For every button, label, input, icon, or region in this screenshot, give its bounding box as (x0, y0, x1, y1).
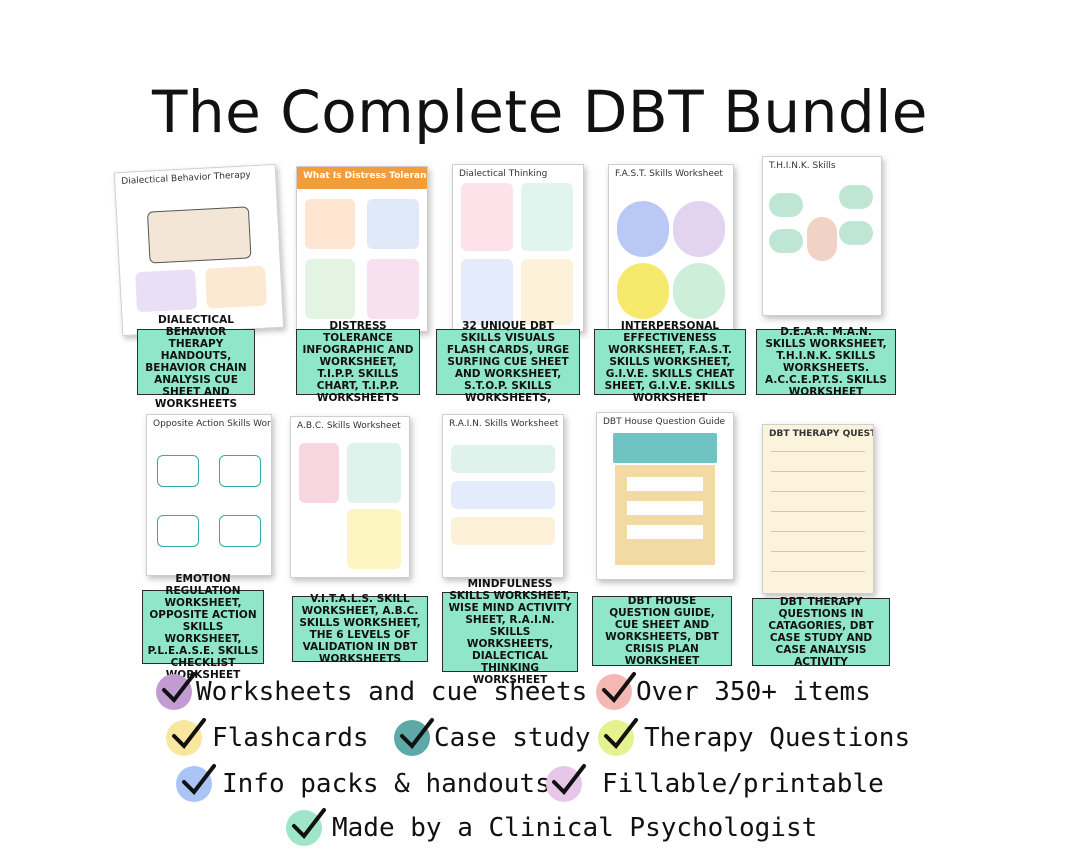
feature-item-count: Over 350+ items (596, 672, 871, 710)
caption-therapy-questions: DBT therapy questions in catagories, DBT… (752, 596, 890, 668)
feature-worksheets: Worksheets and cue sheets (156, 672, 587, 710)
feature-clinical-psychologist: Made by a Clinical Psychologist (286, 808, 817, 846)
caption-dear-man: D.E.A.R. M.A.N. skills worksheet, T.H.I.… (756, 326, 896, 398)
check-icon (596, 672, 636, 710)
caption-flash-cards: 32 unique DBT skills visuals flash cards… (436, 320, 580, 404)
worksheet-preview-dbt-house: DBT House Question Guide (596, 412, 734, 580)
feature-fillable: Fillable/printable (546, 764, 884, 802)
feature-info-packs: Info packs & handouts (176, 764, 551, 802)
worksheet-preview-distress-tolerance: What Is Distress Tolerance? (296, 166, 428, 332)
worksheet-preview-rain-skills: R.A.I.N. Skills Worksheet (442, 414, 564, 578)
worksheet-preview-fast-skills: F.A.S.T. Skills Worksheet (608, 164, 734, 330)
check-icon (176, 764, 216, 802)
feature-therapy-questions: Therapy Questions (598, 718, 910, 756)
worksheet-preview-abc-skills: A.B.C. Skills Worksheet (290, 416, 410, 578)
worksheet-preview-dbt-handouts: Dialectical Behavior Therapy (113, 163, 285, 337)
check-icon (394, 718, 434, 756)
check-icon (156, 672, 196, 710)
caption-dbt-house: DBT house question guide, cue sheet and … (592, 595, 732, 667)
check-icon (598, 718, 638, 756)
feature-flashcards: Flashcards (166, 718, 369, 756)
worksheet-preview-flash-cards: Dialectical Thinking (452, 164, 584, 332)
caption-distress-tolerance: Distress tolerance infographic and works… (296, 320, 420, 404)
check-icon (286, 808, 326, 846)
worksheet-preview-therapy-questions: DBT THERAPY QUESTIONS (762, 424, 874, 594)
caption-vitals: V.I.T.A.L.S. skill worksheet, A.B.C. ski… (292, 593, 428, 665)
caption-interpersonal: Interpersonal effectiveness worksheet, F… (594, 320, 746, 404)
feature-case-study: Case study (394, 718, 591, 756)
check-icon (166, 718, 206, 756)
caption-dbt-handouts: Dialectical behavior therapy handouts, b… (137, 314, 255, 410)
check-icon (546, 764, 586, 802)
worksheet-preview-opposite-action: Opposite Action Skills Worksheet (146, 414, 272, 576)
caption-mindfulness: Mindfulness skills worksheet, wise mind … (442, 578, 578, 686)
caption-emotion-regulation: Emotion regulation worksheet, opposite a… (142, 573, 264, 681)
bundle-title: The Complete DBT Bundle (151, 78, 928, 146)
worksheet-preview-think-skills: T.H.I.N.K. Skills (762, 156, 882, 316)
